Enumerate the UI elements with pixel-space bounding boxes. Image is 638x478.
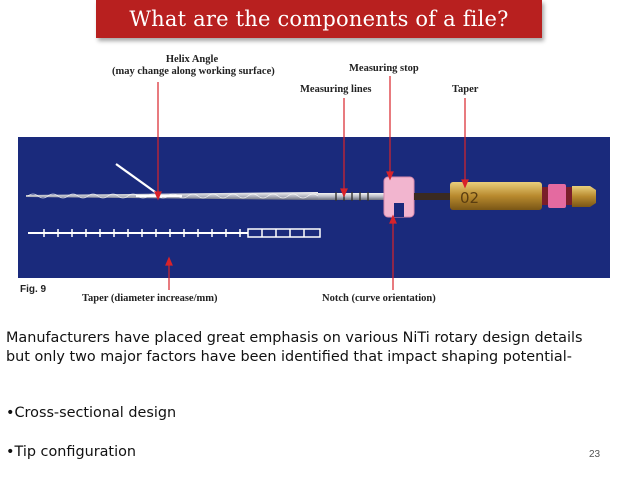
taper-arrowhead xyxy=(461,179,469,189)
bullet-tip-configuration: •Tip configuration xyxy=(6,444,137,460)
bullet-cross-section: •Cross-sectional design xyxy=(6,405,177,421)
slide-title: What are the components of a file? xyxy=(129,7,509,31)
page-number: 23 xyxy=(589,449,601,460)
helix-angle-note: (may change along working surface) xyxy=(112,66,275,77)
measuring-lines-label: Measuring lines xyxy=(300,84,372,95)
file-handle xyxy=(450,182,542,210)
helix-arrowhead xyxy=(154,191,162,201)
file-diagram: Helix Angle (may change along working su… xyxy=(14,52,614,310)
notch-arrowhead xyxy=(389,214,397,224)
taper-ruler xyxy=(28,228,321,238)
helix-angle-title: Helix Angle xyxy=(165,54,219,65)
helix-angle-label: Helix Angle (may change along working su… xyxy=(112,54,275,78)
file-neck xyxy=(414,193,450,200)
paragraph-text: Manufacturers have placed great emphasis… xyxy=(6,330,583,365)
handle-latch xyxy=(572,186,596,207)
file-photo-panel: 02 xyxy=(18,137,610,278)
stop-notch xyxy=(394,203,404,217)
title-banner: What are the components of a file? xyxy=(96,0,542,38)
file-shank xyxy=(318,193,384,200)
measuring-stop-label: Measuring stop xyxy=(349,63,419,74)
notch-label: Notch (curve orientation) xyxy=(322,293,436,304)
measuring-lines-arrowhead xyxy=(340,188,348,198)
flute-spiral xyxy=(27,193,319,199)
taper-label: Taper xyxy=(452,84,479,95)
description-paragraph: Manufacturers have placed great emphasis… xyxy=(6,329,606,367)
handle-band xyxy=(542,187,548,205)
taper-diameter-label: Taper (diameter increase/mm) xyxy=(82,293,218,304)
taper-diameter-arrowhead xyxy=(165,256,173,266)
figure-number: Fig. 9 xyxy=(20,284,47,295)
pointer-arrows xyxy=(154,76,469,290)
handle-marking: 02 xyxy=(460,189,479,207)
measuring-stop-arrowhead xyxy=(386,171,394,181)
file-illustration: 02 xyxy=(26,163,596,238)
handle-band-2 xyxy=(566,187,572,205)
handle-color-ring xyxy=(548,184,566,208)
